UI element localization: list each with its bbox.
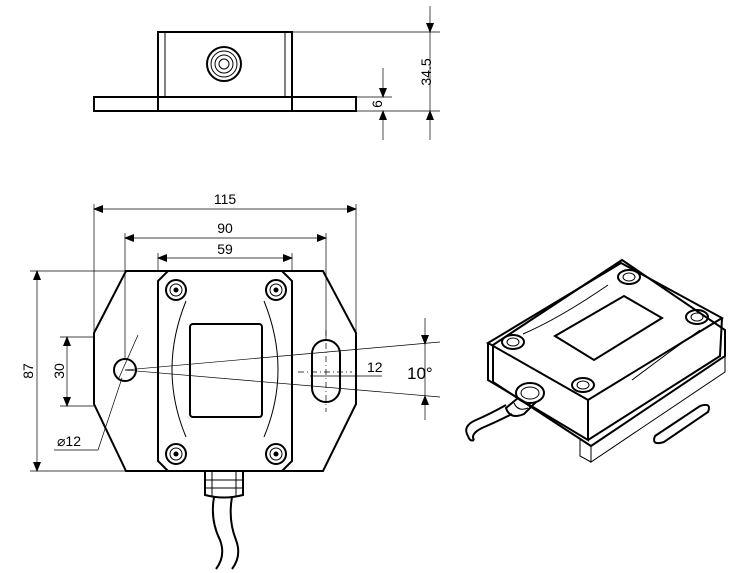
mounting-screw bbox=[165, 443, 187, 465]
dim-90-label: 90 bbox=[217, 220, 233, 236]
iso-base-plate bbox=[492, 258, 726, 448]
mounting-screw bbox=[265, 443, 287, 465]
dim-10-degree-label: 10° bbox=[407, 364, 433, 383]
dim-34-5-label: 34.5 bbox=[418, 58, 434, 85]
iso-screw bbox=[685, 309, 709, 325]
mounting-screw bbox=[265, 279, 287, 301]
side-view: 34.5 6 bbox=[93, 6, 440, 140]
top-view: 115 90 59 87 30 ⌀12 12 10° bbox=[20, 191, 441, 570]
dim-6-label: 6 bbox=[369, 100, 385, 108]
dim-30-label: 30 bbox=[51, 363, 67, 379]
mounting-screw bbox=[165, 279, 187, 301]
dim-59-label: 59 bbox=[217, 241, 233, 257]
iso-cable-gland bbox=[465, 382, 545, 442]
top-view-window bbox=[189, 323, 263, 418]
dim-diameter-12-label: ⌀12 bbox=[57, 433, 81, 449]
top-view-body bbox=[157, 270, 293, 472]
iso-screw bbox=[501, 334, 525, 350]
iso-body-top bbox=[486, 261, 724, 402]
iso-slot bbox=[653, 403, 710, 445]
dim-12-label: 12 bbox=[367, 359, 383, 375]
iso-window bbox=[553, 294, 664, 362]
iso-screw bbox=[617, 269, 641, 285]
side-view-cable-gland bbox=[206, 46, 242, 82]
dim-115-label: 115 bbox=[214, 191, 237, 207]
side-view-body bbox=[157, 31, 293, 112]
iso-screw bbox=[571, 377, 595, 393]
top-view-base-plate bbox=[93, 270, 357, 472]
cable-gland bbox=[204, 471, 244, 570]
side-view-base-plate bbox=[93, 96, 357, 112]
isometric-view bbox=[465, 258, 726, 463]
dim-87-label: 87 bbox=[20, 363, 36, 379]
